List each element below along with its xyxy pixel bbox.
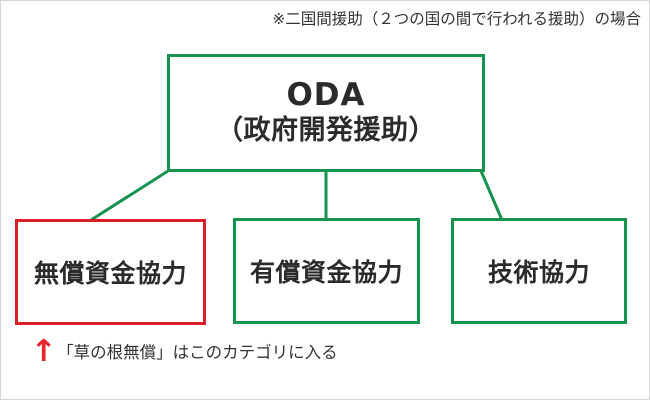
node-oda-text: ODA （政府開発援助） <box>216 77 436 149</box>
node-technical-cooperation-label: 技術協力 <box>487 258 590 287</box>
node-technical-cooperation: 技術協力 <box>451 218 627 324</box>
bottom-annotation: ↑ 「草の根無償」はこのカテゴリに入る <box>30 334 338 369</box>
node-grant-aid-label: 無償資金協力 <box>33 259 187 288</box>
top-annotation: ※二国間援助（２つの国の間で行われる援助）の場合 <box>272 10 641 28</box>
bottom-annotation-text: 「草の根無償」はこのカテゴリに入る <box>57 343 338 362</box>
node-oda-line1: ODA <box>286 77 366 113</box>
connector-left <box>90 169 169 222</box>
node-loan-aid-label: 有償資金協力 <box>249 258 403 287</box>
connector-right <box>479 170 504 221</box>
arrow-up-icon: ↑ <box>30 334 57 369</box>
node-loan-aid: 有償資金協力 <box>233 218 420 324</box>
node-oda-line2: （政府開発援助） <box>216 115 436 146</box>
node-oda: ODA （政府開発援助） <box>167 54 485 172</box>
node-grant-aid: 無償資金協力 <box>15 219 206 325</box>
